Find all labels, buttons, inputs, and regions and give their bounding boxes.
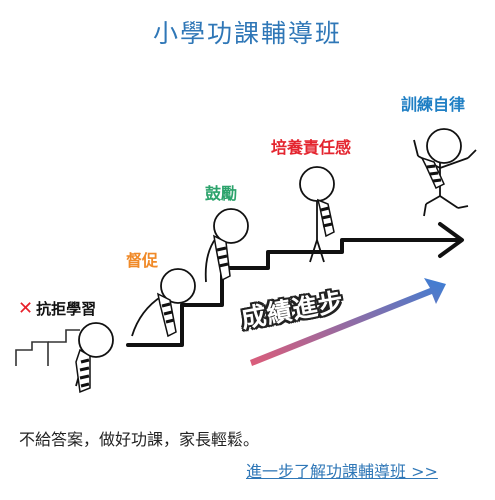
stage-label-character: 培養責任感 [271, 138, 352, 157]
stage-label-resist: ✕抗拒學習 [18, 298, 96, 319]
stick-figure-icon [204, 208, 249, 283]
stick-figure-icon [413, 128, 477, 217]
learn-more-link[interactable]: 進一步了解功課輔導班 >> [246, 462, 438, 481]
slogan-text: 不給答案，做好功課，家長輕鬆。 [19, 430, 260, 449]
stage-resist-text: 抗拒學習 [36, 300, 97, 318]
stage-label-discipline: 訓練自律 [401, 95, 466, 114]
page-title: 小學功課輔導班 [152, 19, 342, 48]
x-mark-icon: ✕ [18, 298, 34, 319]
progress-illustration [15, 128, 477, 394]
step-outline [15, 329, 80, 366]
staircase-arrow-icon [126, 222, 464, 347]
stage-label-encourage: 鼓勵 [205, 184, 238, 203]
stick-figure-icon [299, 166, 335, 263]
stage-label-supervise: 督促 [126, 251, 159, 270]
progress-arrow-icon [250, 278, 446, 366]
